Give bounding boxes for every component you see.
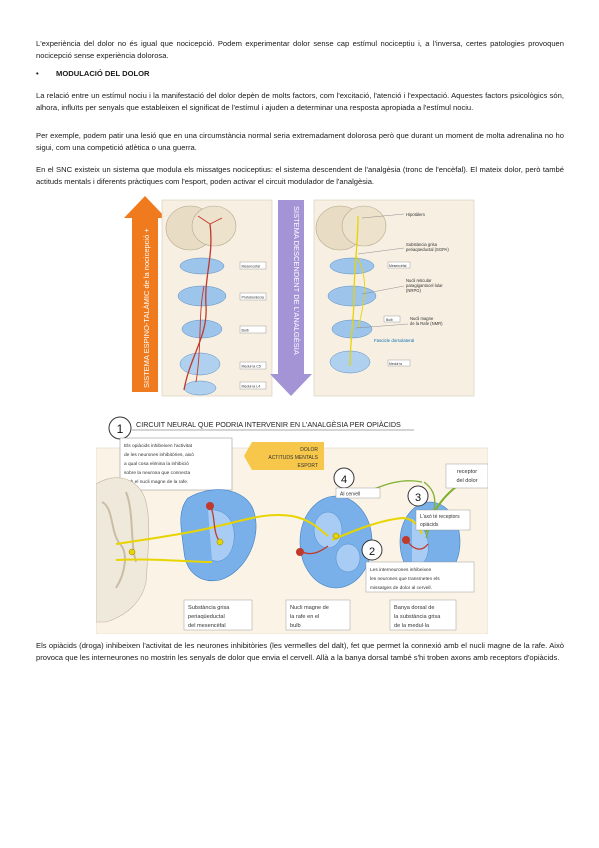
receptor-line-2: del dolor	[456, 478, 477, 484]
callout-2-line-3: missatges de dolor al cervell.	[370, 585, 432, 591]
callout-3-line-2: opiàcids	[420, 522, 439, 528]
label-raphe-1: Nucli magne	[410, 316, 434, 321]
intro-paragraph: L'experiència del dolor no és igual que …	[36, 39, 564, 60]
callout-1-line-3: a qual cosa elimina la inhibició	[124, 461, 189, 467]
callout-3-line-1: L'axó té receptors	[420, 514, 460, 520]
pag-section	[180, 489, 257, 582]
ascending-arrow-label: SISTEMA ESPINO-TALÀMIC de la nocicepció …	[142, 228, 151, 388]
caption-pag: Substància grisa periaqüeductal del mese…	[183, 599, 253, 631]
level-label-mesencephalon: Mesencèfal	[242, 265, 261, 269]
callout-1-line-5: amb el nucli magne de la rafe.	[124, 479, 188, 485]
label-nrpg-1: Nucli reticular	[406, 278, 432, 283]
level-label-l4: Medul·la L4	[242, 385, 261, 389]
pathway-pag-to-raphe	[115, 513, 329, 545]
caption-raphe: Nucli magne de la rafe en el bulb	[285, 599, 351, 631]
dolor-arrow-box: DOLOR ACTITUDS MENTALS ESPORT	[244, 442, 324, 470]
factors-paragraph: La relació entre un estímul nociu i la m…	[36, 91, 564, 112]
inhibitory-neuron-raphe	[301, 545, 329, 555]
inhibitory-soma-raphe	[296, 548, 304, 556]
callout-1-line-1: Els opiàcids inhibeixen l'activitat	[124, 443, 193, 449]
label-bulb: Bulb	[386, 318, 393, 322]
caption-dorsal-line-1: Banya dorsal de	[394, 605, 434, 611]
interneuron-soma-cord	[402, 536, 410, 544]
inhibitory-soma-pag	[206, 502, 214, 510]
callout-1-line-2: de les neurones inhibitòries, això	[124, 452, 194, 458]
label-dorsolateral-fasciculus: Fascicle dorsolateral	[374, 338, 414, 343]
ascending-panel: Mesencèfal Protuberància Bulb Medul·la C…	[161, 199, 273, 397]
step-number-1: 1	[117, 422, 124, 436]
caption-dorsal-line-3: de la medul·la	[394, 623, 430, 629]
snc-paragraph: En el SNC existeix un sistema que modula…	[36, 165, 564, 186]
step-number-4: 4	[341, 474, 347, 486]
pathway-brain-to-pag	[115, 558, 213, 563]
example-paragraph: Per exemple, podem patir una lesió que e…	[36, 131, 564, 152]
label-raphe-2: de la Rafe (NMR)	[410, 321, 443, 326]
callout-box-1: Els opiàcids inhibeixen l'activitat de l…	[119, 437, 233, 491]
interneuron-cord	[407, 541, 429, 550]
label-nrpg-2: paragigantocel·lular	[406, 283, 443, 288]
level-label-pons: Protuberància	[242, 296, 264, 300]
receptor-line-1: receptor	[457, 469, 477, 475]
to-brain-label: Al cervell	[340, 492, 360, 498]
label-pag-1: Substància grisa	[406, 242, 438, 247]
descending-arrow-label: SISTEMA DESCENDENT DE L'ANALGÈSIA	[292, 206, 301, 355]
caption-dorsal-line-2: la substància grisa	[394, 614, 441, 620]
opioid-circuit-figure: 1 CIRCUIT NEURAL QUE PODRIA INTERVENIR E…	[96, 412, 488, 634]
pathway-figure: SISTEMA ESPINO-TALÀMIC de la nocicepció …	[124, 196, 475, 397]
step-number-3: 3	[415, 492, 421, 504]
callout-2-line-1: Les interneurones inhibeixen	[370, 567, 432, 573]
descending-arrow: SISTEMA DESCENDENT DE L'ANALGÈSIA	[270, 200, 312, 396]
caption-raphe-line-3: bulb	[290, 623, 301, 629]
dolor-line-3: ESPORT	[298, 463, 318, 469]
dolor-line-2: ACTITUDS MENTALS	[268, 455, 318, 461]
descending-panel: Hipotàlem Substància grisa periaqüeducta…	[313, 199, 475, 397]
level-label-medulla: Bulb	[242, 329, 249, 333]
caption-pag-line-2: periaqüeductal	[188, 614, 225, 620]
label-spinal-cord: Medul·la	[389, 362, 402, 366]
callout-1-line-4: sobre la neurona que connecta	[124, 470, 190, 476]
label-mesencephalon-right: Mesencèfal	[389, 264, 407, 268]
caption-raphe-line-2: la rafe en el	[290, 614, 319, 620]
ascending-arrow: SISTEMA ESPINO-TALÀMIC de la nocicepció …	[124, 196, 166, 392]
label-hypothalamus: Hipotàlem	[406, 212, 425, 217]
heading-text: MODULACIÓ DEL DOLOR	[56, 69, 150, 78]
caption-dorsal-horn: Banya dorsal de la substància grisa de l…	[389, 599, 457, 631]
caption-pag-line-1: Substància grisa	[188, 605, 230, 611]
caption-pag-line-3: del mesencèfal	[188, 623, 226, 629]
step-number-2: 2	[369, 546, 375, 558]
raphe-section	[299, 495, 373, 589]
dolor-line-1: DOLOR	[300, 447, 318, 453]
label-pag-2: periaqüeductal (SGPA)	[406, 247, 449, 252]
opiates-paragraph: Els opiàcids (droga) inhibeixen l'activi…	[36, 641, 564, 662]
label-nrpg-3: (NRPG)	[406, 288, 421, 293]
caption-raphe-line-1: Nucli magne de	[290, 605, 329, 611]
figure-title: CIRCUIT NEURAL QUE PODRIA INTERVENIR EN …	[136, 420, 401, 429]
section-heading: •MODULACIÓ DEL DOLOR	[36, 69, 150, 78]
callout-2-line-2: les neurones que transmeten els	[370, 576, 440, 582]
level-label-c5: Medul·la C5	[242, 365, 261, 369]
